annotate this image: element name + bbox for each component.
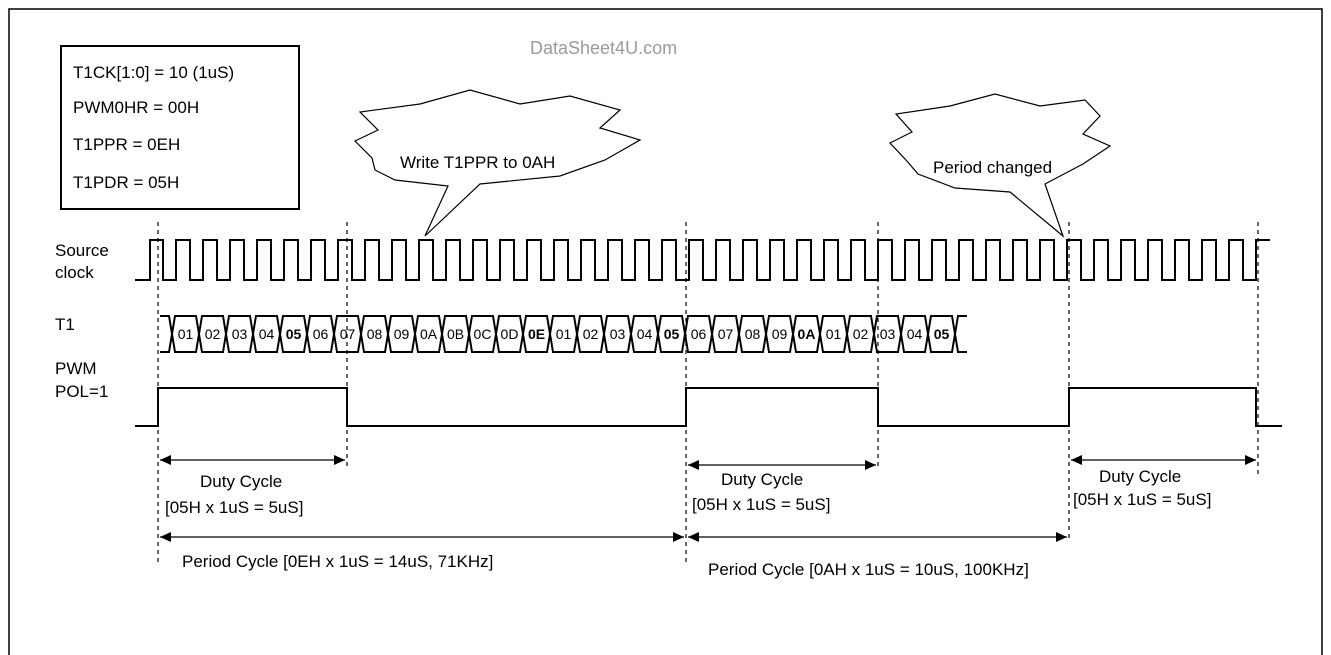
t1-value: 0C (474, 326, 492, 342)
t1-value: 0A (420, 326, 438, 342)
period-arrow (160, 532, 684, 542)
register-line: T1CK[1:0] = 10 (1uS) (73, 63, 234, 82)
t1-value: 05 (286, 326, 302, 342)
t1-value: 03 (232, 326, 248, 342)
period-cycle-label: Period Cycle [0EH x 1uS = 14uS, 71KHz] (182, 552, 493, 571)
callout-changed-bubble: Period changed (889, 93, 1112, 238)
t1-value: 0B (447, 326, 464, 342)
source-clock-label: clock (55, 263, 94, 282)
t1-value: 06 (313, 326, 329, 342)
duty-arrow (688, 460, 876, 470)
register-line: PWM0HR = 00H (73, 98, 199, 117)
pwm-label: POL=1 (55, 382, 108, 401)
t1-value: 01 (556, 326, 572, 342)
register-settings-box: T1CK[1:0] = 10 (1uS) PWM0HR = 00H T1PPR … (60, 45, 300, 210)
t1-value: 05 (664, 326, 680, 342)
t1-value: 0D (501, 326, 519, 342)
t1-value: 0A (798, 326, 816, 342)
callout-write-bubble: Write T1PPR to 0AH (353, 89, 642, 237)
period-cycle-label: Period Cycle [0AH x 1uS = 10uS, 100KHz] (708, 560, 1029, 579)
duty-arrow (160, 455, 345, 465)
duty-cycle-value: [05H x 1uS = 5uS] (692, 495, 830, 514)
t1-value: 09 (394, 326, 410, 342)
t1-value: 02 (853, 326, 869, 342)
t1-value: 05 (934, 326, 950, 342)
t1-leading-segment (160, 315, 174, 353)
t1-value: 0E (528, 326, 545, 342)
t1-value: 01 (826, 326, 842, 342)
diagram-frame (8, 8, 1323, 655)
t1-value: 03 (610, 326, 626, 342)
t1-value: 04 (637, 326, 653, 342)
pwm-label: PWM (55, 359, 97, 378)
t1-label: T1 (55, 315, 75, 334)
register-line: T1PPR = 0EH (73, 135, 180, 154)
t1-value: 06 (691, 326, 707, 342)
t1-value: 08 (367, 326, 383, 342)
duty-cycle-title: Duty Cycle (721, 470, 803, 489)
source-clock-wave (135, 239, 1270, 281)
t1-value: 04 (907, 326, 923, 342)
t1-value: 09 (772, 326, 788, 342)
pwm-wave (135, 387, 1282, 427)
duty-cycle-title: Duty Cycle (200, 472, 282, 491)
t1-value: 01 (178, 326, 194, 342)
t1-value: 07 (718, 326, 734, 342)
duty-cycle-value: [05H x 1uS = 5uS] (165, 498, 303, 517)
duty-cycle-title: Duty Cycle (1099, 467, 1181, 486)
callout-write-text: Write T1PPR to 0AH (400, 153, 555, 172)
t1-trailing-segment (953, 315, 967, 353)
t1-value: 02 (583, 326, 599, 342)
t1-value: 04 (259, 326, 275, 342)
watermark-text: DataSheet4U.com (530, 38, 677, 58)
t1-value: 08 (745, 326, 761, 342)
duty-arrow (1071, 455, 1256, 465)
period-arrow (688, 532, 1067, 542)
t1-value: 03 (880, 326, 896, 342)
t1-counter-row: 01 02 03 04 05 06 07 08 09 0A 0B 0C 0D 0E 01 02 03 04 05 06… (160, 315, 967, 353)
callout-changed-text: Period changed (933, 158, 1052, 177)
duty-cycle-value: [05H x 1uS = 5uS] (1073, 490, 1211, 509)
source-clock-label: Source (55, 241, 109, 260)
t1-value: 02 (205, 326, 221, 342)
t1-value: 07 (340, 326, 356, 342)
register-line: T1PDR = 05H (73, 173, 179, 192)
